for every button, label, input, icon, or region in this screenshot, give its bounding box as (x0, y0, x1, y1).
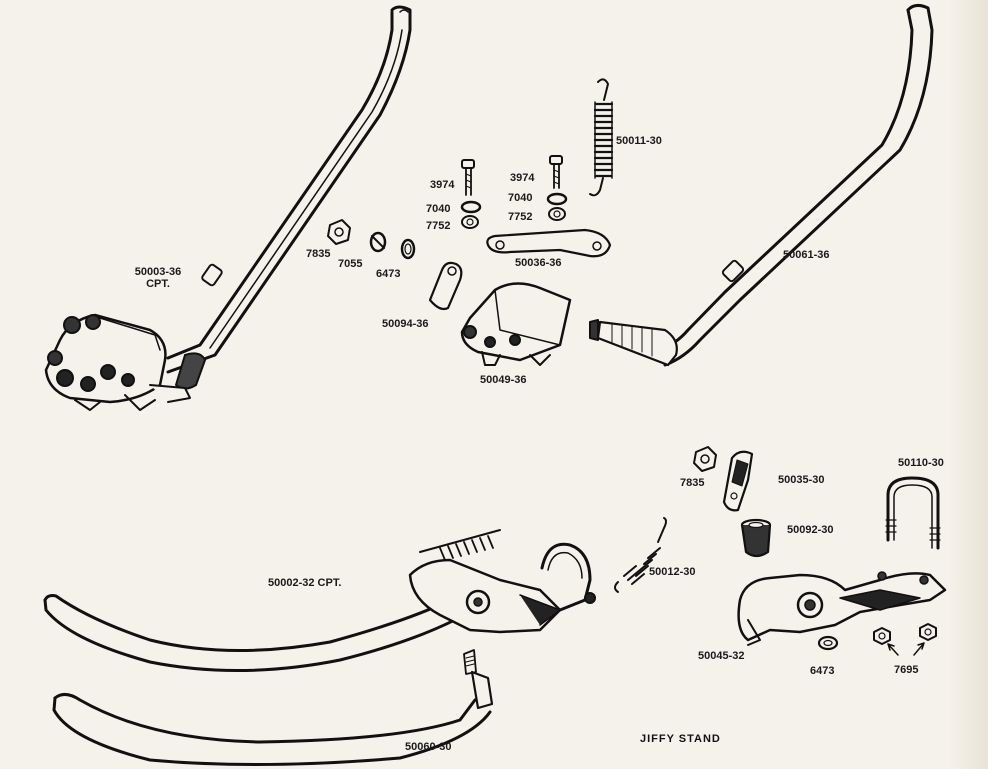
label-50002-32: 50002-32 CPT. (268, 577, 342, 589)
label-50003-36-number: 50003-36 (134, 266, 182, 278)
part-6473-washer (400, 238, 416, 260)
label-50003-36: 50003-36 CPT. (128, 266, 188, 290)
part-50002-32-stand-leg (43, 529, 596, 672)
part-50035-30-tab (722, 450, 754, 512)
label-7752-left: 7752 (426, 220, 451, 232)
label-50110-30: 50110-30 (898, 457, 944, 469)
part-50049-36-housing (460, 282, 572, 366)
label-50011-30: 50011-30 (616, 135, 662, 147)
part-50003-36-stand-leg (166, 5, 412, 390)
label-50049-36: 50049-36 (480, 374, 527, 386)
part-7055-lockwasher (369, 231, 387, 253)
label-50003-36-sub: CPT. (146, 278, 170, 290)
part-7752-nut-a (461, 215, 479, 229)
part-7835-nut-lower (693, 446, 717, 472)
label-3974-left: 3974 (430, 179, 455, 191)
label-50094-36: 50094-36 (382, 318, 429, 330)
label-50060-30: 50060-30 (405, 741, 452, 753)
label-50092-30: 50092-30 (787, 524, 834, 536)
label-50045-32: 50045-32 (698, 650, 745, 662)
label-7695: 7695 (894, 664, 919, 676)
label-50035-30: 50035-30 (778, 474, 825, 486)
part-6473-washer-lower (817, 635, 839, 651)
label-7055: 7055 (338, 258, 363, 270)
part-50011-30-spring (589, 78, 614, 197)
label-50061-36: 50061-36 (783, 249, 830, 261)
label-7040-left: 7040 (426, 203, 451, 215)
part-50092-30-bushing (740, 518, 772, 558)
part-50036-36-plate (486, 228, 612, 258)
label-6473-lower: 6473 (810, 665, 835, 677)
part-7752-nut-b (548, 207, 566, 221)
part-50094-36-link (428, 261, 463, 311)
label-7752-right: 7752 (508, 211, 533, 223)
page-edge-shadow (948, 0, 988, 769)
label-7835-lower: 7835 (680, 477, 705, 489)
part-3974-bolt-b (549, 155, 563, 189)
label-3974-right: 3974 (510, 172, 535, 184)
part-7040-washer-a (460, 200, 482, 214)
part-7835-nut (327, 219, 351, 245)
label-6473-upper: 6473 (376, 268, 401, 280)
part-3974-bolt-a (461, 159, 475, 196)
part-50003-36-bracket (44, 313, 191, 411)
label-50036-36: 50036-36 (515, 257, 562, 269)
part-50012-30-spring (614, 517, 667, 593)
part-50061-36-stand-leg (589, 3, 934, 367)
part-7695-nuts (873, 623, 937, 656)
diagram-title: JIFFY STAND (640, 733, 721, 745)
part-50110-30-u-bolt (885, 476, 941, 550)
part-7040-washer-b (546, 192, 568, 206)
part-50060-30-stand-leg (52, 649, 494, 767)
label-50012-30: 50012-30 (649, 566, 696, 578)
label-7040-right: 7040 (508, 192, 533, 204)
part-50045-32-bracket (737, 571, 947, 646)
label-7835-upper: 7835 (306, 248, 331, 260)
